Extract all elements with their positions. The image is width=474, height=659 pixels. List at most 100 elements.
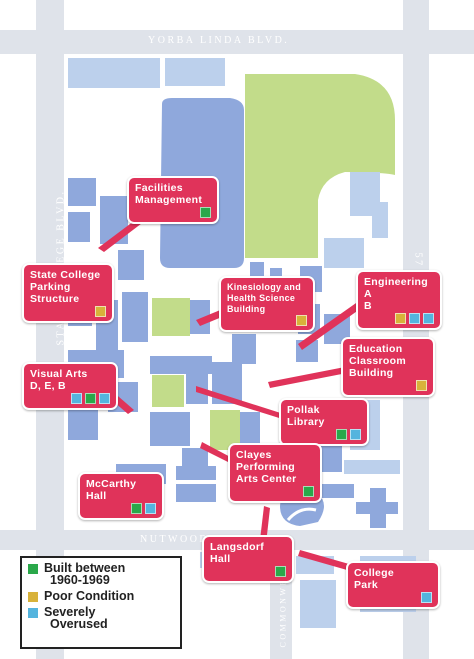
building xyxy=(232,334,256,364)
building xyxy=(118,250,144,280)
callout-text-line: College xyxy=(354,567,395,579)
walkway xyxy=(286,507,317,522)
building xyxy=(176,466,216,480)
building xyxy=(182,448,208,470)
building xyxy=(122,292,148,342)
callout-text-line: Management xyxy=(135,194,203,206)
building xyxy=(372,202,388,238)
callout-text-line: Building xyxy=(349,367,394,379)
green-space xyxy=(152,298,190,336)
severely-overused-marker xyxy=(421,591,432,603)
building xyxy=(176,484,216,502)
building xyxy=(250,262,264,276)
callout-text-line: McCarthy xyxy=(86,478,137,490)
building xyxy=(300,580,336,628)
callout-text-line: Visual Arts xyxy=(30,368,88,380)
callout-text-line: Health Science xyxy=(227,293,296,303)
callout-text-line: Engineering xyxy=(364,276,428,288)
legend-label-line: Severely xyxy=(44,605,96,619)
severely-overused-marker xyxy=(409,312,420,324)
callout-text-line: Hall xyxy=(86,490,107,502)
callout-text-line: Education xyxy=(349,343,403,355)
street-label-nutwood: NUTWOOD xyxy=(140,534,210,545)
built-1960-1969-marker xyxy=(200,206,211,218)
callout-markers xyxy=(227,315,307,327)
poor-condition-marker xyxy=(416,379,427,391)
callout-markers xyxy=(354,591,432,603)
callout-text-line: D, E, B xyxy=(30,380,66,392)
building xyxy=(68,178,96,206)
severely-overused-marker xyxy=(145,502,156,514)
callout-text-line: Library xyxy=(287,416,325,428)
callout-markers xyxy=(135,206,211,218)
legend-swatch xyxy=(28,608,38,618)
callout-text-line: Classroom xyxy=(349,355,406,367)
building xyxy=(165,58,225,86)
legend-swatch xyxy=(28,592,38,602)
callout-markers xyxy=(287,428,361,440)
severely-overused-marker xyxy=(350,428,361,440)
severely-overused-marker xyxy=(423,312,434,324)
callout-markers xyxy=(86,502,156,514)
callout-markers xyxy=(30,392,110,404)
built-1960-1969-marker xyxy=(336,428,347,440)
legend-label-line: 1960-1969 xyxy=(50,573,110,587)
callout-text-line: Hall xyxy=(210,553,231,565)
callout-markers xyxy=(349,379,427,391)
building xyxy=(150,412,190,446)
legend-label-line: Overused xyxy=(50,617,108,631)
road-yorba-linda xyxy=(0,30,474,54)
callout-text-line: Pollak xyxy=(287,404,320,416)
building xyxy=(68,212,90,242)
legend-swatch xyxy=(28,564,38,574)
green-space xyxy=(152,375,184,407)
legend-label: Poor Condition xyxy=(44,589,135,603)
building xyxy=(344,460,400,474)
legend-label-line: Poor Condition xyxy=(44,589,135,603)
legend-item-poor-condition: Poor Condition xyxy=(28,590,174,602)
callout-text-line: Structure xyxy=(30,293,80,305)
built-1960-1969-marker xyxy=(85,392,96,404)
building xyxy=(318,484,354,498)
callout-text-line: Park xyxy=(354,579,378,591)
callout-text-line: State College xyxy=(30,269,101,281)
callout-text-line: Langsdorf xyxy=(210,541,265,553)
callout-markers xyxy=(236,485,314,497)
built-1960-1969-marker xyxy=(303,485,314,497)
building xyxy=(150,356,212,374)
callout-text-line: Building xyxy=(227,304,266,314)
building xyxy=(190,300,210,334)
callout-text-line: B xyxy=(364,300,372,312)
callout-text-line: Arts Center xyxy=(236,473,297,485)
built-1960-1969-marker xyxy=(131,502,142,514)
poor-condition-marker xyxy=(296,315,307,327)
callout-text-line: A xyxy=(364,288,372,300)
built-1960-1969-marker xyxy=(275,565,286,577)
callout-text-line: Clayes xyxy=(236,449,272,461)
building xyxy=(324,238,364,268)
callout-markers xyxy=(210,565,286,577)
callout-text-line: Facilities xyxy=(135,182,183,194)
poor-condition-marker xyxy=(395,312,406,324)
building xyxy=(68,58,160,88)
legend-label-line: Built between xyxy=(44,561,126,575)
callout-markers xyxy=(364,312,434,324)
building xyxy=(356,502,398,514)
building xyxy=(68,410,98,440)
